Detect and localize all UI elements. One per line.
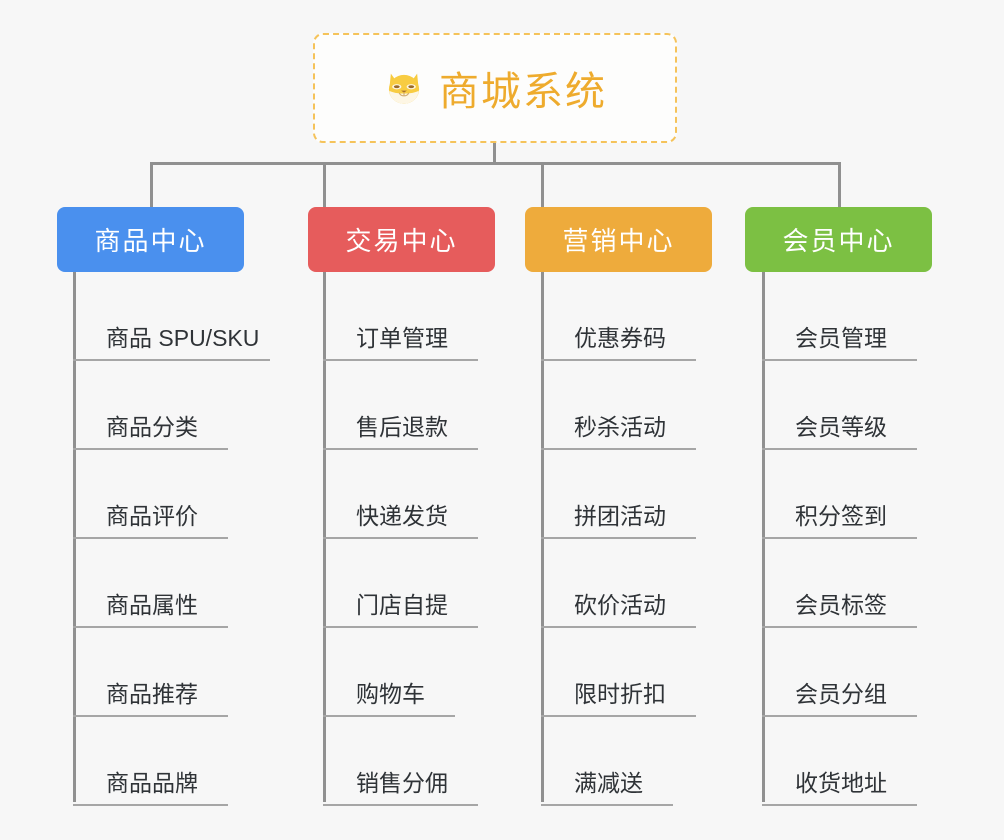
- leaf-item-label: 会员等级: [795, 414, 887, 440]
- leaf-item[interactable]: 商品 SPU/SKU: [73, 272, 270, 361]
- leaf-item[interactable]: 优惠券码: [541, 272, 696, 361]
- leaf-item-label: 售后退款: [356, 414, 448, 440]
- leaf-item[interactable]: 积分签到: [762, 450, 917, 539]
- leaf-item[interactable]: 收货地址: [762, 717, 917, 806]
- leaf-item[interactable]: 商品属性: [73, 539, 228, 628]
- branch-label: 营销中心: [562, 226, 675, 256]
- branch-label: 会员中心: [782, 226, 895, 256]
- branch-label: 商品中心: [94, 226, 207, 256]
- leaf-item[interactable]: 商品品牌: [73, 717, 228, 806]
- leaf-item-label: 满减送: [574, 770, 643, 796]
- leaf-item[interactable]: 会员管理: [762, 272, 917, 361]
- connector-drop-1: [150, 162, 153, 207]
- leaf-item-label: 购物车: [356, 681, 425, 707]
- leaf-item[interactable]: 购物车: [323, 628, 455, 717]
- root-title: 商城系统: [439, 70, 607, 114]
- leaf-item-label: 商品品牌: [106, 770, 198, 796]
- leaf-item-label: 门店自提: [356, 592, 448, 618]
- leaf-item[interactable]: 快递发货: [323, 450, 478, 539]
- branch-node-1[interactable]: 商品中心: [57, 207, 244, 272]
- leaf-item-label: 订单管理: [356, 325, 448, 351]
- leaf-item-label: 销售分佣: [356, 770, 448, 796]
- leaf-item-label: 秒杀活动: [574, 414, 666, 440]
- leaf-item[interactable]: 秒杀活动: [541, 361, 696, 450]
- leaf-item[interactable]: 会员标签: [762, 539, 917, 628]
- leaf-item-label: 优惠券码: [574, 325, 666, 351]
- root-node-mall-system[interactable]: 商城系统: [313, 33, 677, 143]
- leaf-item-label: 快递发货: [356, 503, 448, 529]
- leaf-item[interactable]: 砍价活动: [541, 539, 696, 628]
- leaf-item-label: 收货地址: [795, 770, 887, 796]
- leaf-item-label: 商品属性: [106, 592, 198, 618]
- branch-node-3[interactable]: 营销中心: [525, 207, 712, 272]
- leaf-item[interactable]: 限时折扣: [541, 628, 696, 717]
- connector-drop-4: [838, 162, 841, 207]
- leaf-item-label: 积分签到: [795, 503, 887, 529]
- leaf-item[interactable]: 会员分组: [762, 628, 917, 717]
- connector-drop-3: [541, 162, 544, 207]
- leaf-item[interactable]: 商品分类: [73, 361, 228, 450]
- connector-root-stem: [493, 143, 496, 165]
- leaf-item[interactable]: 拼团活动: [541, 450, 696, 539]
- leaf-item[interactable]: 订单管理: [323, 272, 478, 361]
- leaf-item-label: 会员分组: [795, 681, 887, 707]
- leaf-item-label: 拼团活动: [574, 503, 666, 529]
- leaf-item-label: 商品推荐: [106, 681, 198, 707]
- leaf-item-label: 商品评价: [106, 503, 198, 529]
- leaf-item[interactable]: 销售分佣: [323, 717, 478, 806]
- leaf-item-label: 砍价活动: [574, 592, 666, 618]
- branch-label: 交易中心: [345, 226, 458, 256]
- leaf-item[interactable]: 商品评价: [73, 450, 228, 539]
- leaf-item[interactable]: 商品推荐: [73, 628, 228, 717]
- connector-horizontal-bus: [150, 162, 841, 165]
- leaf-item[interactable]: 会员等级: [762, 361, 917, 450]
- shiba-dog-icon: [383, 67, 425, 109]
- leaf-item-label: 商品 SPU/SKU: [106, 325, 260, 351]
- leaf-item[interactable]: 满减送: [541, 717, 673, 806]
- leaf-item-label: 会员管理: [795, 325, 887, 351]
- branch-node-4[interactable]: 会员中心: [745, 207, 932, 272]
- leaf-item[interactable]: 门店自提: [323, 539, 478, 628]
- leaf-item[interactable]: 售后退款: [323, 361, 478, 450]
- leaf-item-label: 会员标签: [795, 592, 887, 618]
- leaf-item-label: 商品分类: [106, 414, 198, 440]
- branch-node-2[interactable]: 交易中心: [308, 207, 495, 272]
- connector-drop-2: [323, 162, 326, 207]
- leaf-item-label: 限时折扣: [574, 681, 666, 707]
